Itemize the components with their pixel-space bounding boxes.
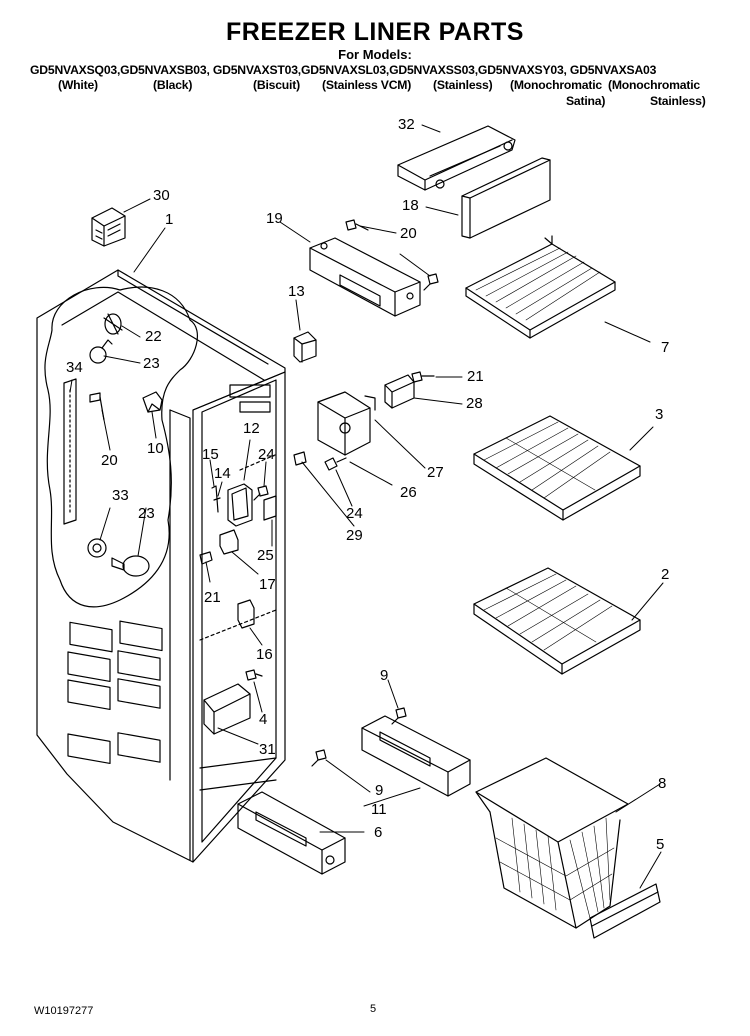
finish-monochromatic-1: (Monochromatic (510, 78, 602, 92)
finish-satina: Satina) (566, 94, 606, 108)
callout-17: 17 (259, 576, 276, 593)
callout-23-lower: 23 (138, 505, 155, 522)
finish-white: (White) (58, 78, 98, 92)
document-number: W10197277 (34, 1005, 94, 1017)
part-13-bracket (293, 331, 317, 363)
callout-29: 29 (346, 527, 363, 544)
finish-stainless-2: Stainless) (650, 94, 706, 108)
callout-3: 3 (655, 406, 664, 423)
callout-11: 11 (371, 801, 387, 818)
callout-23-upper: 23 (143, 355, 160, 372)
callout-24-lower: 24 (346, 505, 363, 522)
leader-lines (69, 124, 664, 889)
callout-6: 6 (374, 824, 383, 841)
callout-16: 16 (256, 646, 273, 663)
callout-31: 31 (259, 741, 276, 758)
callout-25: 25 (257, 547, 274, 564)
callout-4: 4 (259, 711, 268, 728)
part-32-hinge-cover (397, 125, 516, 191)
for-models-label: For Models: (338, 47, 412, 62)
detail-cloud-outline (44, 286, 199, 608)
callout-28: 28 (466, 395, 483, 412)
finish-black: (Black) (153, 78, 193, 92)
part-7-shelf (465, 235, 616, 339)
part-6-rail (237, 791, 346, 875)
part-19-housing (309, 237, 421, 317)
part-24-screw-lower (253, 485, 269, 501)
callout-26: 26 (400, 484, 417, 501)
part-31-cover (203, 683, 251, 735)
callout-21-top: 21 (467, 368, 484, 385)
callout-7: 7 (661, 339, 670, 356)
part-25-clip (263, 495, 277, 521)
part-16-clip (237, 599, 255, 629)
finish-monochromatic-2: (Monochromatic (608, 78, 700, 92)
part-17-bracket (219, 529, 239, 555)
callout-34: 34 (66, 359, 83, 376)
part-9-screw-lower (311, 749, 327, 767)
callout-9-lower: 9 (375, 782, 384, 799)
part-11-rail (361, 715, 471, 797)
part-23-bulb (89, 339, 113, 364)
callout-20-top: 20 (400, 225, 417, 242)
part-12-control (227, 483, 253, 527)
part-21-screw-lower (199, 551, 213, 565)
part-2-shelf (473, 567, 641, 675)
callout-9-upper: 9 (380, 667, 389, 684)
finish-stainless: (Stainless) (433, 78, 493, 92)
callout-22: 22 (145, 328, 162, 345)
callout-2: 2 (661, 566, 670, 583)
part-28-component (384, 374, 415, 409)
part-5-trim-strip (589, 883, 661, 939)
model-list: GD5NVAXSQ03,GD5NVAXSB03, GD5NVAXST03,GD5… (30, 63, 657, 77)
callout-18: 18 (402, 197, 419, 214)
callout-1: 1 (165, 211, 174, 228)
page-title: FREEZER LINER PARTS (226, 18, 524, 46)
finish-biscuit: (Biscuit) (253, 78, 300, 92)
part-9-screw-upper (391, 707, 407, 725)
callout-12: 12 (243, 420, 260, 437)
callout-19: 19 (266, 210, 283, 227)
part-34-light-strip (63, 378, 77, 525)
part-20-screw-left (89, 392, 105, 421)
part-15-14-pins (211, 485, 221, 513)
callout-20-left: 20 (101, 452, 118, 469)
part-21-screw-top (411, 371, 435, 383)
callout-21-lower: 21 (204, 589, 221, 606)
callout-15: 15 (202, 446, 219, 463)
page-number: 5 (370, 1003, 377, 1015)
callout-10: 10 (147, 440, 164, 457)
callout-13: 13 (288, 283, 305, 300)
freezer-liner (36, 269, 286, 863)
part-18-panel (461, 157, 551, 239)
callout-27: 27 (427, 464, 444, 481)
callout-8: 8 (658, 775, 667, 792)
part-30-bracket (91, 207, 126, 247)
part-20-screws-top (345, 219, 439, 291)
part-10-clip (142, 391, 163, 413)
part-27-housing (317, 391, 376, 456)
callout-30: 30 (153, 187, 170, 204)
part-3-shelf (473, 415, 641, 521)
callout-33: 33 (112, 487, 129, 504)
callout-32: 32 (398, 116, 415, 133)
callout-24-upper: 24 (258, 446, 275, 463)
part-29-plug (293, 451, 307, 466)
part-22-light-socket (103, 313, 123, 335)
part-33-socket (87, 538, 107, 558)
part-8-basket (475, 757, 629, 929)
callout-5: 5 (656, 836, 665, 853)
part-23-bulb-lower (111, 555, 150, 577)
part-4-screw (245, 669, 263, 681)
finish-stainless-vcm: (Stainless VCM) (322, 78, 412, 92)
callout-14: 14 (214, 465, 231, 482)
part-24-screw-mid (324, 457, 347, 471)
